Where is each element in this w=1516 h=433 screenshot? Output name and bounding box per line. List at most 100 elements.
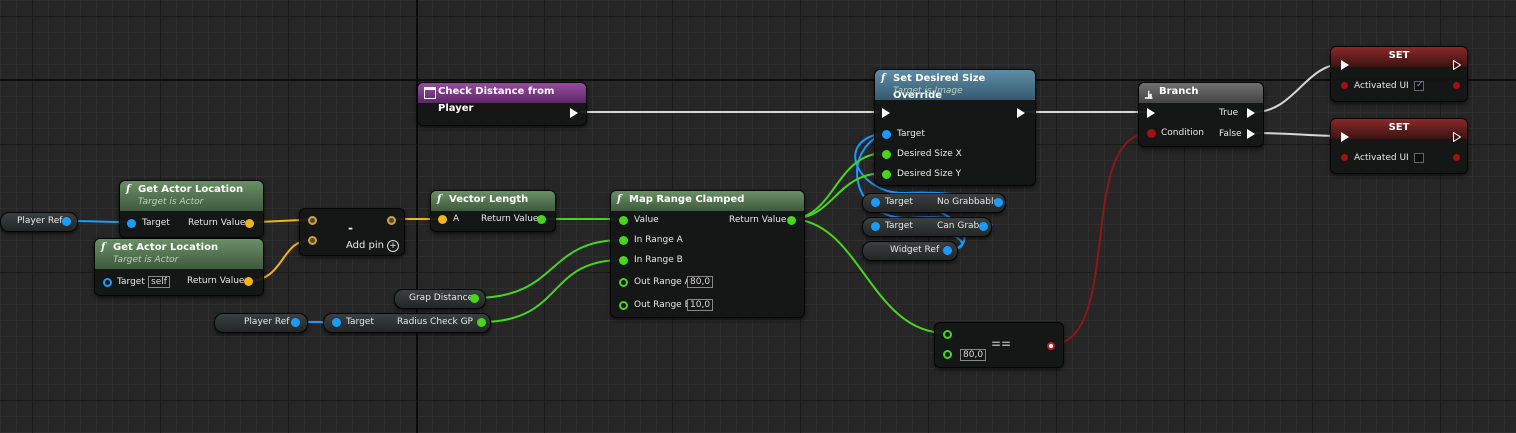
node-set-true[interactable]: SET Activated UI ✓: [1330, 46, 1468, 102]
return-value-pin[interactable]: [537, 215, 546, 224]
pin-label-condition: Condition: [1161, 128, 1204, 138]
return-value-pin[interactable]: [787, 216, 796, 225]
pin-label-in-range-a: In Range A: [634, 235, 683, 245]
desired-size-x-pin[interactable]: [882, 150, 891, 159]
input-b-pin[interactable]: [308, 236, 317, 245]
node-set-desired-size[interactable]: f Set Desired Size Override Target is Im…: [874, 69, 1036, 186]
node-branch[interactable]: ⫡ Branch True Condition False: [1138, 82, 1264, 147]
pin-label-out-range-b: Out Range B: [634, 300, 691, 310]
var-grap-distance[interactable]: Grap Distance: [394, 289, 486, 309]
pin-label-a: A: [453, 214, 460, 224]
player-ref-out-pin[interactable]: [291, 318, 300, 327]
input-a-pin[interactable]: [943, 330, 952, 339]
exec-in-pin[interactable]: [1341, 132, 1349, 142]
node-header: SET: [1331, 47, 1467, 67]
return-value-pin[interactable]: [245, 219, 254, 228]
out-range-a-pin[interactable]: [619, 278, 628, 287]
in-range-a-pin[interactable]: [619, 236, 628, 245]
var-player-ref[interactable]: Player Ref: [0, 212, 78, 232]
target-pin[interactable]: [103, 278, 112, 287]
node-title: Vector Length: [449, 194, 529, 205]
player-ref-out-pin[interactable]: [62, 217, 71, 226]
node-radius-check-gp[interactable]: Target Radius Check GP: [323, 313, 491, 333]
target-pin[interactable]: [882, 130, 891, 139]
target-pin[interactable]: [871, 198, 880, 207]
target-self-field[interactable]: self: [148, 276, 170, 288]
target-pin[interactable]: [871, 222, 880, 231]
add-pin-icon[interactable]: +: [387, 240, 399, 252]
target-pin[interactable]: [127, 219, 136, 228]
var-player-ref-2[interactable]: Player Ref: [214, 313, 308, 333]
node-title: Get Actor Location: [113, 242, 219, 253]
exec-in-pin[interactable]: [1147, 108, 1155, 118]
node-equals[interactable]: 80,0 ==: [934, 322, 1064, 368]
output-pin[interactable]: [387, 216, 396, 225]
node-title: Get Actor Location: [138, 184, 244, 195]
node-subtitle: Target is Actor: [138, 197, 204, 207]
exec-out-pin[interactable]: [1453, 132, 1461, 142]
can-grab-out-pin[interactable]: [979, 222, 988, 231]
subtract-symbol: -: [348, 221, 353, 235]
var-label: Grap Distance: [409, 293, 474, 303]
activated-ui-checkbox[interactable]: ✓: [1414, 80, 1424, 91]
node-get-actor-location-1[interactable]: f Get Actor Location Target is Actor Tar…: [119, 180, 264, 238]
exec-in-pin[interactable]: [882, 108, 890, 118]
equals-symbol: ==: [991, 337, 1012, 351]
pin-label-return-value: Return Value: [187, 276, 245, 286]
grap-distance-out-pin[interactable]: [470, 294, 479, 303]
result-pin[interactable]: [1047, 342, 1055, 350]
pin-label-true: True: [1219, 108, 1239, 118]
target-pin[interactable]: [332, 318, 341, 327]
value-pin[interactable]: [619, 216, 628, 225]
node-get-actor-location-2[interactable]: f Get Actor Location Target is Actor Tar…: [94, 238, 264, 296]
out-range-b-field[interactable]: 10,0: [687, 299, 714, 311]
in-range-b-pin[interactable]: [619, 256, 628, 265]
pin-label-desired-size-x: Desired Size X: [897, 149, 962, 159]
exec-out-pin[interactable]: [1017, 108, 1025, 118]
function-icon: f: [437, 194, 442, 205]
pin-label-in-range-b: In Range B: [634, 255, 683, 265]
activated-ui-out-pin[interactable]: [1453, 154, 1460, 161]
no-grabbable-out-pin[interactable]: [994, 198, 1003, 207]
input-b-field[interactable]: 80,0: [960, 349, 987, 361]
node-can-grab[interactable]: Target Can Grab: [862, 217, 992, 237]
pin-label-target: Target: [885, 221, 913, 231]
exec-in-pin[interactable]: [1341, 60, 1349, 70]
node-vector-length[interactable]: f Vector Length A Return Value: [430, 190, 556, 232]
widget-ref-out-pin[interactable]: [943, 246, 952, 255]
radius-check-out-pin[interactable]: [477, 318, 486, 327]
return-value-pin[interactable]: [244, 277, 253, 286]
pin-label-out-range-a: Out Range A: [634, 277, 691, 287]
var-widget-ref[interactable]: Widget Ref: [862, 241, 958, 261]
node-header: f Get Actor Location Target is Actor: [120, 181, 263, 211]
var-label: Player Ref: [17, 216, 63, 226]
exec-true-pin[interactable]: [1247, 108, 1255, 118]
activated-ui-checkbox[interactable]: [1414, 153, 1424, 163]
exec-out-pin[interactable]: [1453, 60, 1461, 70]
input-b-pin[interactable]: [943, 350, 952, 359]
pin-label-target: Target: [897, 129, 925, 139]
node-set-false[interactable]: SET Activated UI: [1330, 118, 1468, 174]
activated-ui-out-pin[interactable]: [1453, 82, 1460, 89]
node-subtract[interactable]: - Add pin +: [299, 208, 405, 256]
input-a-pin[interactable]: [438, 215, 447, 224]
function-icon: f: [881, 73, 886, 84]
exec-out-pin[interactable]: [570, 108, 578, 118]
pin-label-target: Target: [885, 197, 913, 207]
add-pin-label[interactable]: Add pin: [346, 240, 385, 251]
pin-label-target: Target: [346, 317, 374, 327]
condition-pin[interactable]: [1147, 129, 1156, 138]
out-range-a-field[interactable]: 80,0: [687, 276, 714, 288]
exec-false-pin[interactable]: [1247, 129, 1255, 139]
activated-ui-pin[interactable]: [1341, 82, 1348, 89]
node-header: Check Distance from Player: [418, 83, 586, 114]
node-check-distance[interactable]: Check Distance from Player: [417, 82, 587, 126]
node-no-grabbable[interactable]: Target No Grabbable: [862, 193, 1006, 213]
desired-size-y-pin[interactable]: [882, 170, 891, 179]
out-range-b-pin[interactable]: [619, 301, 628, 310]
node-map-range-clamped[interactable]: f Map Range Clamped Value Return Value I…: [610, 190, 805, 318]
input-a-pin[interactable]: [308, 216, 317, 225]
activated-ui-pin[interactable]: [1341, 154, 1348, 161]
node-title: Branch: [1159, 86, 1199, 97]
node-subtitle: Target is Actor: [113, 255, 179, 265]
